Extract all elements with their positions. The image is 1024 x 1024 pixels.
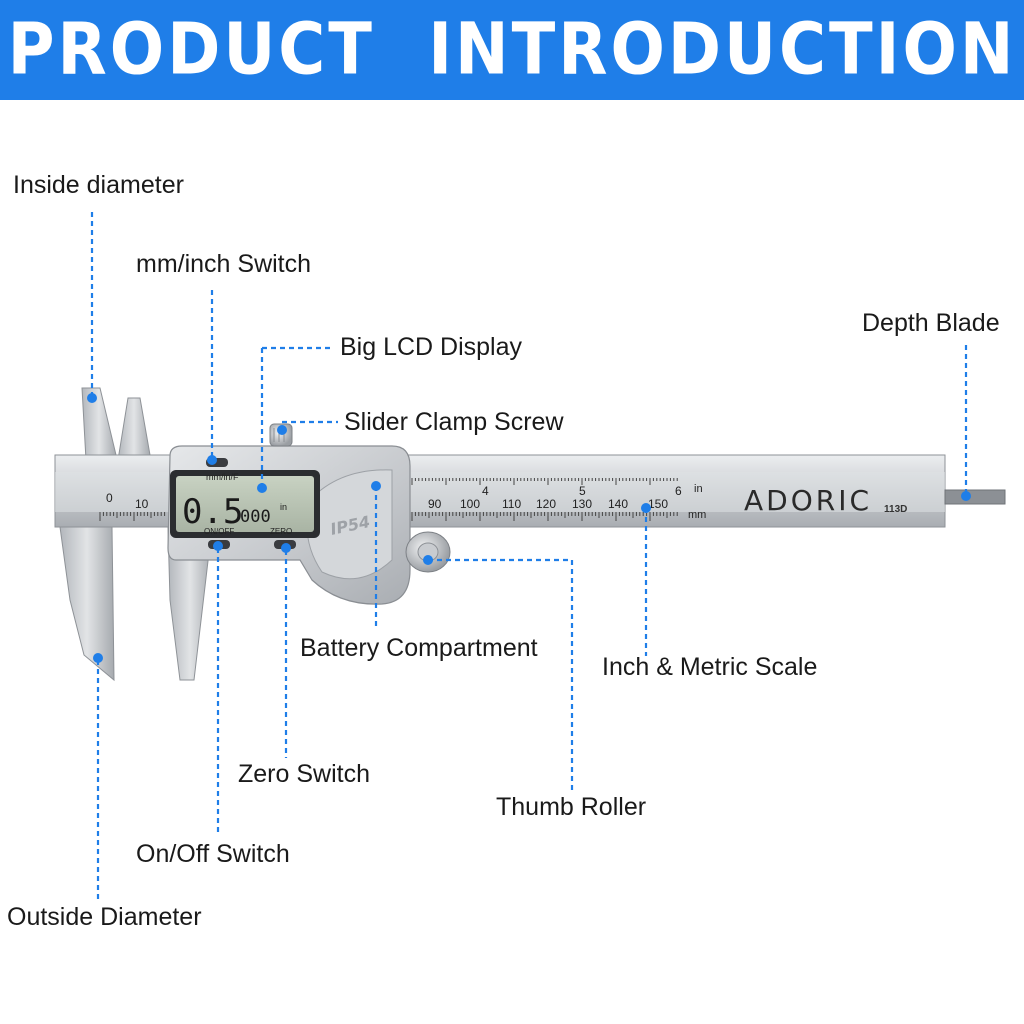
upper-sliding-jaw (117, 397, 151, 461)
unit-mm: mm (688, 509, 706, 521)
inch-number: 5 (579, 484, 586, 498)
scale-number: 110 (502, 497, 521, 511)
brand-logo: ADORIC (744, 484, 872, 517)
lcd-unit: in (280, 502, 287, 512)
lcd-screen (176, 476, 314, 532)
scale-number: 130 (572, 497, 592, 511)
scale-number: 10 (135, 497, 149, 511)
label-on-off-switch: On/Off Switch (136, 840, 290, 868)
on-off-label: ON/OFF (204, 527, 234, 536)
label-big-lcd-display: Big LCD Display (340, 333, 523, 361)
label-mm-inch-switch: mm/inch Switch (136, 250, 312, 278)
lcd-reading: 0.5 (182, 492, 243, 532)
beam-scale-ticks (411, 478, 678, 521)
inch-number: 6 (675, 484, 682, 498)
model-number: 113D (884, 504, 907, 515)
leader-lines (90, 212, 968, 900)
zero-label: ZERO (270, 527, 292, 536)
lcd-reading-small: 000 (240, 507, 271, 527)
scale-number: 140 (608, 497, 628, 511)
label-thumb-roller: Thumb Roller (496, 793, 647, 821)
inch-number: 4 (482, 484, 489, 498)
label-slider-clamp-screw: Slider Clamp Screw (344, 408, 564, 436)
depth-blade (944, 489, 1006, 505)
scale-number: 120 (536, 497, 556, 511)
label-inch-metric-scale: Inch & Metric Scale (602, 653, 818, 681)
label-battery-compartment: Battery Compartment (300, 634, 538, 662)
scale-number: 150 (648, 497, 668, 511)
header-banner: PRODUCT INTRODUCTION (0, 0, 1024, 100)
label-depth-blade: Depth Blade (862, 309, 1000, 337)
leader-dots (87, 393, 971, 663)
scale-number: 100 (460, 497, 480, 511)
unit-in: in (694, 483, 703, 495)
left-scale-ticks (99, 512, 166, 521)
scale-number: 0 (106, 491, 113, 505)
label-outside-diameter: Outside Diameter (7, 903, 202, 931)
scale-number: 90 (428, 497, 442, 511)
label-inside-diameter: Inside diameter (13, 171, 184, 199)
banner-title: PRODUCT INTRODUCTION (7, 8, 1017, 92)
label-zero-switch: Zero Switch (238, 760, 370, 788)
lcd-mode-label: mm/in/F (206, 472, 239, 482)
lower-fixed-jaw (59, 526, 115, 682)
